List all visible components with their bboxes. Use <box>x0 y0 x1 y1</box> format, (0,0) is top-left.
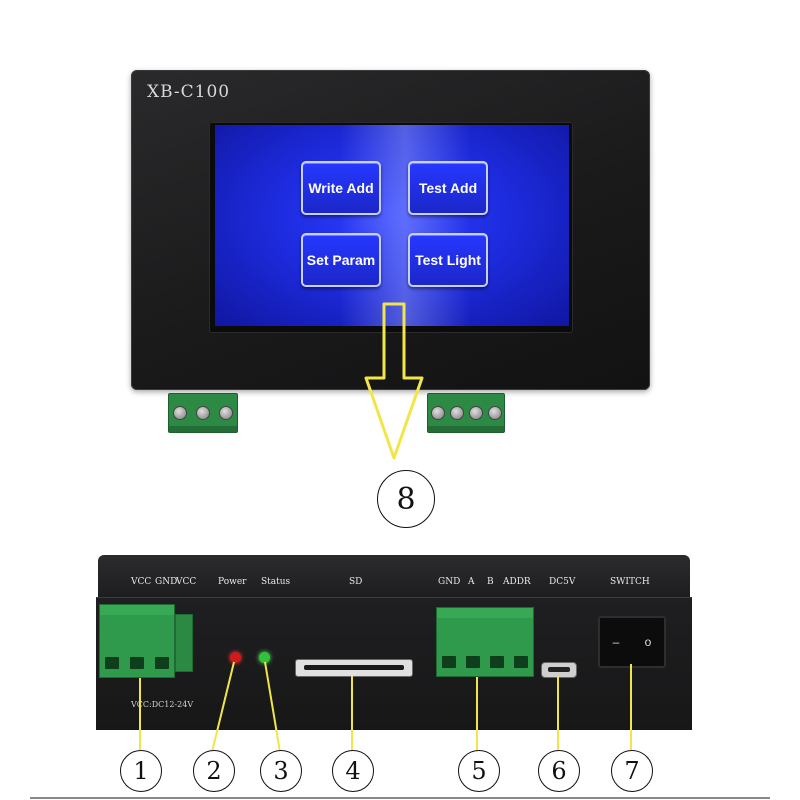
micro-usb-port[interactable] <box>541 662 577 678</box>
terminal-slot <box>466 656 480 668</box>
terminal-slot <box>105 657 120 669</box>
sd-card-slot[interactable] <box>295 659 413 677</box>
down-arrow-icon <box>364 302 424 460</box>
power-terminal-block <box>99 604 175 678</box>
device-back-top <box>98 555 690 597</box>
screw-icon <box>468 406 483 420</box>
power-terminal-plug <box>175 614 193 672</box>
label-b: B <box>487 577 494 587</box>
terminal-slot <box>490 656 504 668</box>
screw-icon <box>449 406 464 420</box>
callout-4: 4 <box>332 750 374 792</box>
power-led <box>230 652 241 663</box>
status-led <box>259 652 270 663</box>
callout-8: 8 <box>377 470 435 528</box>
test-add-button[interactable]: Test Add <box>408 161 488 215</box>
vcc-voltage-note: VCC:DC12-24V <box>131 700 194 709</box>
screw-icon <box>487 406 502 420</box>
screw-icon <box>195 406 210 420</box>
write-add-button[interactable]: Write Add <box>301 161 381 215</box>
switch-on-symbol: o <box>644 635 652 649</box>
label-vcc: VCC <box>131 577 152 587</box>
terminal-slot <box>442 656 456 668</box>
front-terminal-left <box>168 393 238 433</box>
callout-2: 2 <box>193 750 235 792</box>
screw-icon <box>430 406 445 420</box>
terminal-slot <box>514 656 528 668</box>
label-power: Power <box>218 577 247 587</box>
terminal-slot <box>129 657 144 669</box>
power-switch[interactable]: – o <box>598 616 666 668</box>
screw-icon <box>218 406 233 420</box>
callout-1: 1 <box>120 750 162 792</box>
callout-6: 6 <box>538 750 580 792</box>
set-param-button[interactable]: Set Param <box>301 233 381 287</box>
label-dc5v: DC5V <box>549 577 576 587</box>
label-a: A <box>468 577 475 587</box>
model-label: XB-C100 <box>147 82 231 102</box>
front-terminal-right <box>427 393 505 433</box>
switch-off-symbol: – <box>612 635 620 649</box>
screw-icon <box>173 406 188 420</box>
bottom-divider <box>30 797 770 799</box>
callout-7: 7 <box>611 750 653 792</box>
label-switch: SWITCH <box>610 577 650 587</box>
label-status: Status <box>261 577 291 587</box>
callout-5: 5 <box>458 750 500 792</box>
label-sd: SD <box>349 577 363 587</box>
label-vcc: VCC <box>176 577 197 587</box>
test-light-button[interactable]: Test Light <box>408 233 488 287</box>
label-gnd: GND <box>155 577 178 587</box>
label-addr: ADDR <box>503 577 531 587</box>
terminal-slot <box>154 657 169 669</box>
label-gnd: GND <box>438 577 461 587</box>
touch-screen <box>215 125 569 326</box>
callout-3: 3 <box>260 750 302 792</box>
rs485-terminal-block <box>436 607 534 677</box>
